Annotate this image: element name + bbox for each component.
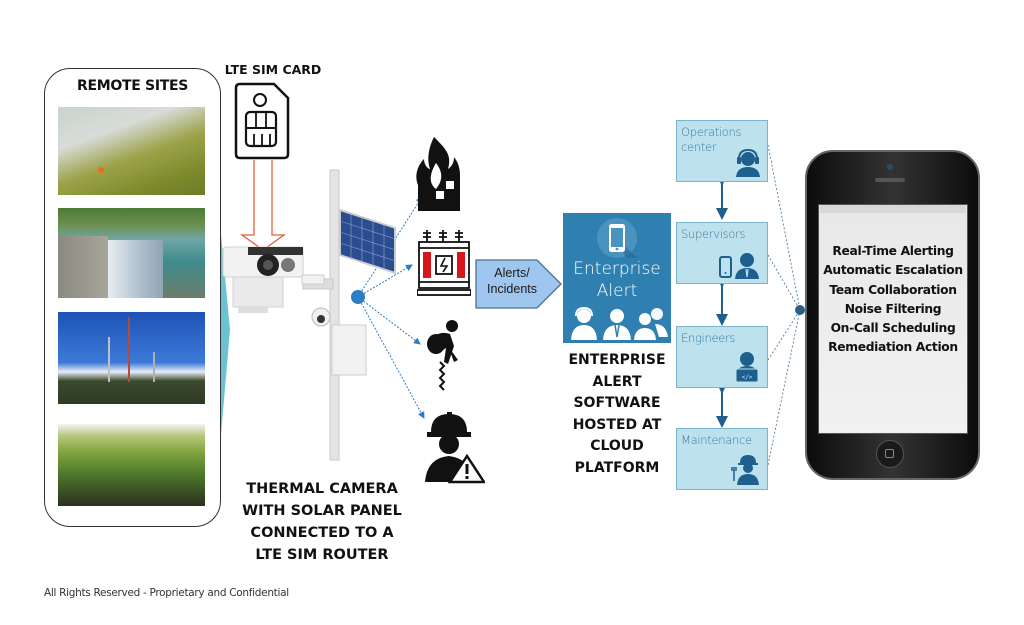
team-label: Engineers bbox=[681, 331, 735, 346]
feature-item: Automatic Escalation bbox=[823, 263, 963, 278]
phone-screen bbox=[818, 204, 968, 434]
ea-label-line: CLOUD bbox=[590, 438, 644, 454]
feature-item: Noise Filtering bbox=[844, 301, 942, 316]
phone-camera bbox=[887, 164, 893, 170]
team-label: Maintenance bbox=[681, 433, 752, 448]
enterprise-alert-title-line1: Enterprise bbox=[573, 259, 661, 279]
sim-card-title: LTE SIM CARD bbox=[224, 62, 322, 77]
solar-panel bbox=[339, 208, 396, 275]
enterprise-alert-logo bbox=[563, 213, 671, 343]
alerts-label-line2: Incidents bbox=[486, 282, 538, 296]
phone-home-button bbox=[876, 440, 904, 468]
enterprise-alert-title-line2: Alert bbox=[596, 281, 638, 301]
remote-sites-title: REMOTE SITES bbox=[76, 78, 189, 94]
team-label: Supervisors bbox=[681, 227, 745, 242]
phone-node bbox=[795, 305, 805, 315]
team-label-line2: center bbox=[681, 140, 717, 154]
enterprise-alert-description: ENTERPRISE ALERT SOFTWARE HOSTED AT CLOU… bbox=[556, 350, 678, 479]
ea-label-line: HOSTED AT bbox=[572, 416, 662, 433]
footer-copyright: All Rights Reserved - Proprietary and Co… bbox=[44, 587, 289, 599]
phone-status-bar bbox=[820, 205, 966, 213]
thermal-camera-pole bbox=[222, 169, 396, 461]
svg-text:</>: </> bbox=[742, 374, 753, 381]
team-label: Operations center bbox=[681, 125, 742, 155]
thermal-label-line: CONNECTED TO A bbox=[250, 525, 394, 541]
feature-item: Real-Time Alerting bbox=[832, 244, 954, 258]
team-people-icon bbox=[571, 307, 668, 340]
alerts-incidents-label: Alerts/ Incidents bbox=[478, 265, 546, 297]
supervisor-phone-icon bbox=[719, 253, 759, 279]
feature-list: Real-Time Alerting Automatic Escalation … bbox=[818, 242, 968, 358]
enterprise-alert-title: Enterprise Alert bbox=[563, 258, 671, 302]
sim-card-icon bbox=[234, 82, 290, 251]
team-operations-center: Operations center bbox=[676, 120, 768, 182]
ea-label-line: ENTERPRISE bbox=[568, 352, 666, 368]
engineer-laptop-icon: </> bbox=[735, 352, 759, 383]
fire-building-icon bbox=[416, 137, 460, 211]
thermal-label-line: WITH SOLAR PANEL bbox=[242, 503, 402, 519]
hub-node bbox=[351, 290, 365, 304]
team-maintenance: Maintenance bbox=[676, 428, 768, 490]
hub-connectors bbox=[357, 196, 425, 419]
thermal-label-line: THERMAL CAMERA bbox=[246, 481, 398, 497]
transformer-icon bbox=[417, 230, 471, 296]
thermal-camera-label: THERMAL CAMERA WITH SOLAR PANEL CONNECTE… bbox=[232, 478, 412, 566]
team-label-line1: Engineers bbox=[681, 331, 736, 345]
team-label-line1: Supervisors bbox=[681, 227, 746, 241]
dam-image bbox=[58, 208, 205, 298]
team-label-line1: Operations bbox=[681, 125, 742, 139]
team-label-line1: Maintenance bbox=[681, 433, 752, 447]
telecom-towers-image bbox=[58, 312, 205, 404]
ea-label-line: PLATFORM bbox=[574, 459, 660, 476]
alerts-incidents-arrow bbox=[475, 259, 562, 309]
maintenance-worker-icon bbox=[731, 455, 759, 485]
phone-connectors bbox=[767, 144, 801, 466]
intruder-climbing-icon bbox=[427, 320, 458, 391]
alerts-label-line1: Alerts/ bbox=[494, 266, 530, 280]
team-engineers: Engineers </> bbox=[676, 326, 768, 388]
worker-warning-icon bbox=[425, 412, 485, 484]
feature-item: Team Collaboration bbox=[829, 282, 957, 297]
ea-label-line: ALERT bbox=[592, 373, 642, 390]
wildfire-image bbox=[58, 107, 205, 195]
mobile-phone-icon bbox=[597, 218, 637, 258]
ea-label-line: SOFTWARE bbox=[573, 395, 661, 411]
thermal-label-line: LTE SIM ROUTER bbox=[255, 547, 389, 563]
feature-item: On-Call Scheduling bbox=[830, 321, 956, 336]
team-supervisors: Supervisors bbox=[676, 222, 768, 284]
phone-speaker bbox=[875, 178, 905, 182]
feature-item: Remediation Action bbox=[828, 340, 958, 355]
plantation-image bbox=[58, 424, 205, 506]
headset-operator-icon bbox=[736, 149, 760, 177]
